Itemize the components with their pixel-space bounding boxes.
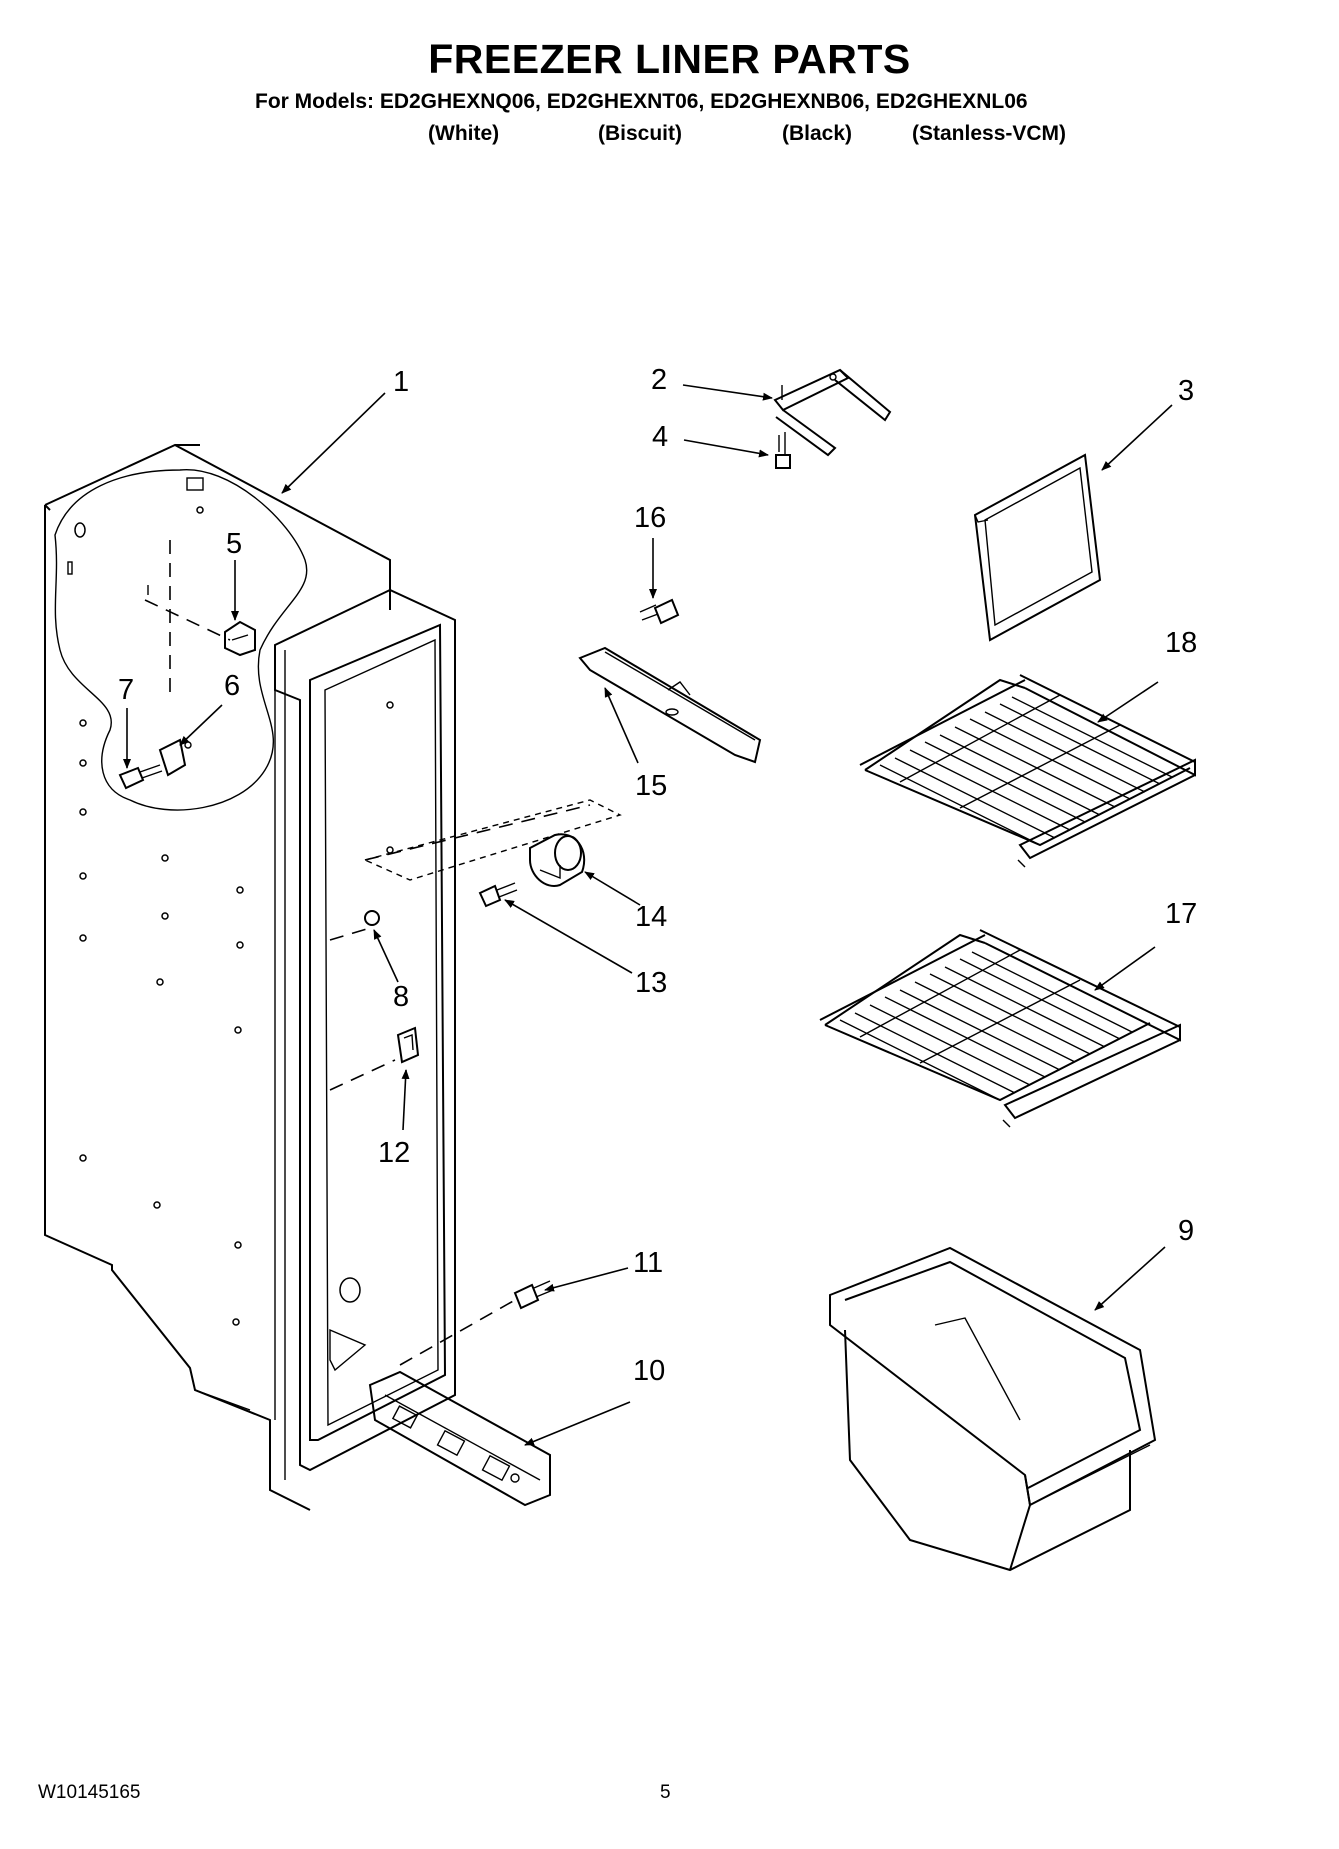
models-line: For Models: ED2GHEXNQ06, ED2GHEXNT06, ED… xyxy=(255,90,1028,113)
doc-number: W10145165 xyxy=(38,1782,141,1803)
part-10-kick-plate xyxy=(368,1370,551,1507)
page-number: 5 xyxy=(660,1782,671,1803)
callout-2: 2 xyxy=(651,364,667,396)
part-9-bin xyxy=(829,1246,1157,1572)
callout-4: 4 xyxy=(652,421,668,453)
callout-5: 5 xyxy=(226,528,242,560)
part-4-screw xyxy=(775,432,791,469)
part-7-screw xyxy=(118,764,163,790)
callout-10: 10 xyxy=(633,1355,665,1387)
callout-1: 1 xyxy=(393,366,409,398)
part-18-wire-shelf xyxy=(859,674,1196,868)
callout-9: 9 xyxy=(1178,1215,1194,1247)
callout-16: 16 xyxy=(634,502,666,534)
page-title: FREEZER LINER PARTS xyxy=(428,36,911,82)
variant-white: (White) xyxy=(428,122,500,145)
part-14-light-socket xyxy=(529,833,586,887)
part-8-plug xyxy=(364,910,380,926)
callout-12: 12 xyxy=(378,1137,410,1169)
callout-labels: 1 2 3 4 5 6 7 8 9 10 11 12 13 14 15 16 1… xyxy=(118,364,1197,1387)
part-5-bracket xyxy=(224,620,256,657)
callout-6: 6 xyxy=(224,670,240,702)
variant-stainless: (Stanless-VCM) xyxy=(912,122,1067,145)
part-3-frame xyxy=(973,453,1102,642)
part-13-screw xyxy=(478,882,518,908)
part-2-bracket xyxy=(773,368,892,457)
callout-8: 8 xyxy=(393,981,409,1013)
callout-13: 13 xyxy=(635,967,667,999)
part-6-clip xyxy=(158,738,192,777)
callout-7: 7 xyxy=(118,674,134,706)
part-11-screw xyxy=(513,1280,554,1310)
part-17-wire-shelf xyxy=(819,929,1181,1128)
callout-3: 3 xyxy=(1178,375,1194,407)
part-15-shelf-support xyxy=(578,646,762,764)
callout-17: 17 xyxy=(1165,898,1197,930)
callout-11: 11 xyxy=(633,1247,663,1279)
freezer-liner xyxy=(44,443,622,1511)
part-12-switch xyxy=(396,1026,420,1064)
leader-lines xyxy=(123,384,1173,1446)
variant-black: (Black) xyxy=(782,122,853,145)
callout-18: 18 xyxy=(1165,627,1197,659)
callout-15: 15 xyxy=(635,770,667,802)
callout-14: 14 xyxy=(635,901,667,933)
part-16-screw xyxy=(639,598,680,625)
variant-biscuit: (Biscuit) xyxy=(598,122,682,145)
